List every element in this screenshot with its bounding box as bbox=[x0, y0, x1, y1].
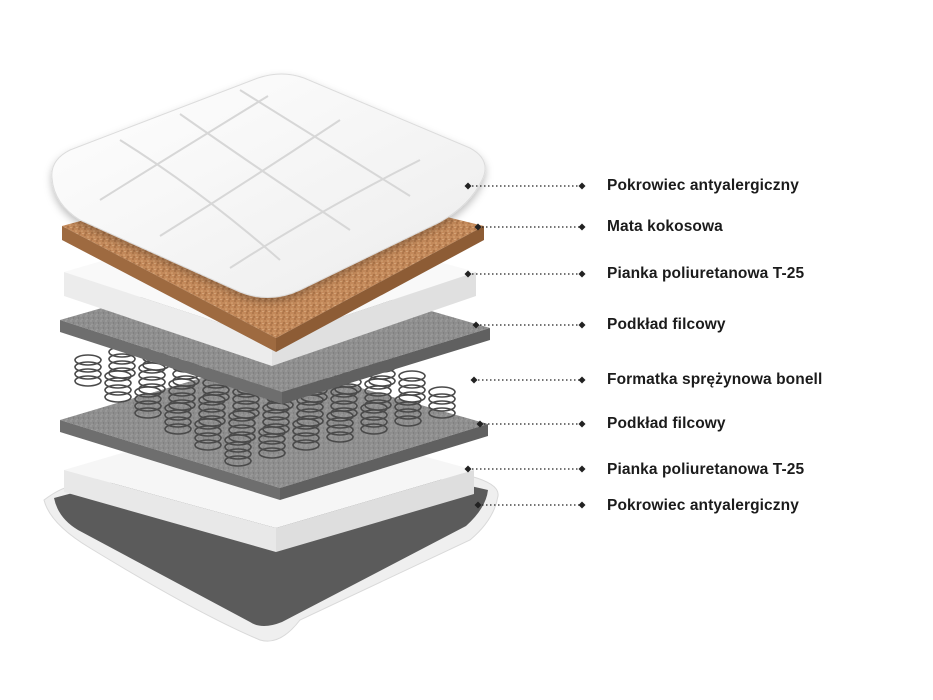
spring-coil bbox=[194, 418, 222, 451]
leader-endpoint-diamond bbox=[474, 501, 482, 509]
label-lower-felt: Podkład filcowy bbox=[607, 415, 726, 432]
label-top-cover: Pokrowiec antyalergiczny bbox=[607, 177, 799, 194]
leader-endpoint-diamond bbox=[578, 182, 586, 190]
label-upper-foam: Pianka poliuretanowa T-25 bbox=[607, 265, 805, 282]
bottom-foam-right-side bbox=[276, 470, 474, 552]
leader-endpoint-diamond bbox=[578, 270, 586, 278]
spring-coil bbox=[224, 434, 252, 467]
leader-lines bbox=[464, 182, 586, 509]
leader-endpoint-diamond bbox=[578, 321, 586, 329]
leader-endpoint-diamond bbox=[472, 321, 480, 329]
leader-endpoint-diamond bbox=[476, 420, 484, 428]
leader-endpoint-diamond bbox=[464, 270, 472, 278]
leader-endpoint-diamond bbox=[578, 465, 586, 473]
top-cover-body bbox=[51, 73, 486, 298]
upper-felt-left-side bbox=[60, 320, 282, 404]
leader-endpoint-diamond bbox=[578, 501, 586, 509]
upper-felt-right-side bbox=[282, 328, 490, 404]
label-bottom-cover: Pokrowiec antyalergiczny bbox=[607, 497, 799, 514]
spring-coil bbox=[104, 370, 132, 403]
bottom-felt-left-side bbox=[60, 420, 280, 500]
leader-endpoint-diamond bbox=[578, 420, 586, 428]
spring-coil bbox=[258, 426, 286, 459]
top-cover-layer bbox=[51, 73, 486, 298]
label-bonell-spring-unit: Formatka sprężynowa bonell bbox=[607, 371, 823, 388]
coconut-mat-left-side bbox=[62, 226, 276, 352]
leader-endpoint-diamond bbox=[464, 465, 472, 473]
spring-coil bbox=[326, 410, 354, 443]
leader-endpoint-diamond bbox=[474, 223, 482, 231]
spring-coil bbox=[394, 394, 422, 427]
top-cover-quilting bbox=[99, 89, 421, 269]
leader-endpoint-diamond bbox=[578, 223, 586, 231]
bottom-felt-right-side bbox=[280, 424, 488, 500]
leader-endpoint-diamond bbox=[578, 376, 586, 384]
spring-coil bbox=[134, 386, 162, 419]
spring-coil bbox=[428, 386, 456, 419]
spring-coil bbox=[164, 402, 192, 435]
spring-coil bbox=[292, 418, 320, 451]
spring-coil bbox=[138, 362, 166, 395]
bottom-foam-left-side bbox=[64, 470, 276, 552]
spring-coil bbox=[398, 370, 426, 403]
label-lower-foam: Pianka poliuretanowa T-25 bbox=[607, 461, 805, 478]
spring-coil bbox=[74, 354, 102, 387]
spring-coil bbox=[360, 402, 388, 435]
leader-endpoint-diamond bbox=[464, 182, 472, 190]
leader-endpoint-diamond bbox=[470, 376, 478, 384]
coconut-mat-right-side bbox=[276, 226, 484, 352]
upper-foam-left-side bbox=[64, 272, 272, 366]
label-upper-felt: Podkład filcowy bbox=[607, 316, 726, 333]
upper-foam-right-side bbox=[272, 272, 476, 366]
label-coconut-mat: Mata kokosowa bbox=[607, 218, 723, 235]
